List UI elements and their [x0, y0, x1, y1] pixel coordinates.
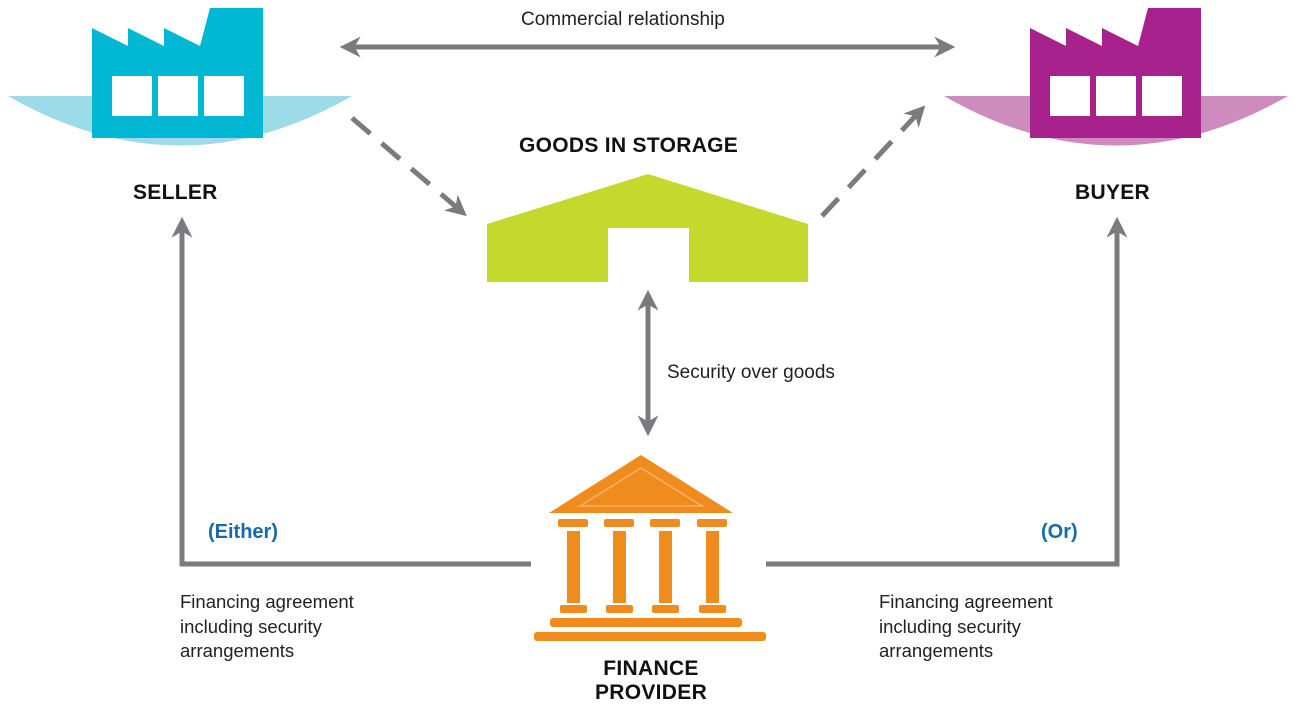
buyer-factory-body [1030, 8, 1201, 138]
buyer-label: BUYER [1075, 181, 1151, 204]
finance-provider-label: FINANCE PROVIDER [594, 657, 708, 704]
left-agreement-text: Financing agreement including security a… [180, 591, 354, 661]
buyer-factory-icon [944, 8, 1288, 146]
storage-to-buyer-arrow [820, 105, 926, 218]
arrows [171, 36, 1128, 567]
right-agreement-text: Financing agreement including security a… [879, 591, 1053, 661]
finance-to-seller-arrow [171, 216, 531, 567]
warehouse-icon [487, 174, 808, 282]
seller-label: SELLER [133, 181, 218, 204]
seller-factory-body [92, 8, 263, 138]
goods-in-storage-label: GOODS IN STORAGE [519, 134, 739, 157]
seller-factory-icon [8, 8, 352, 146]
bank-building-icon [534, 455, 766, 641]
commercial-relationship-label: Commercial relationship [521, 9, 725, 30]
seller-to-storage-arrow [350, 116, 467, 217]
either-label: (Either) [208, 521, 278, 543]
or-label: (Or) [1041, 521, 1078, 543]
finance-to-buyer-arrow [766, 216, 1128, 567]
security-over-goods-label: Security over goods [667, 362, 835, 383]
